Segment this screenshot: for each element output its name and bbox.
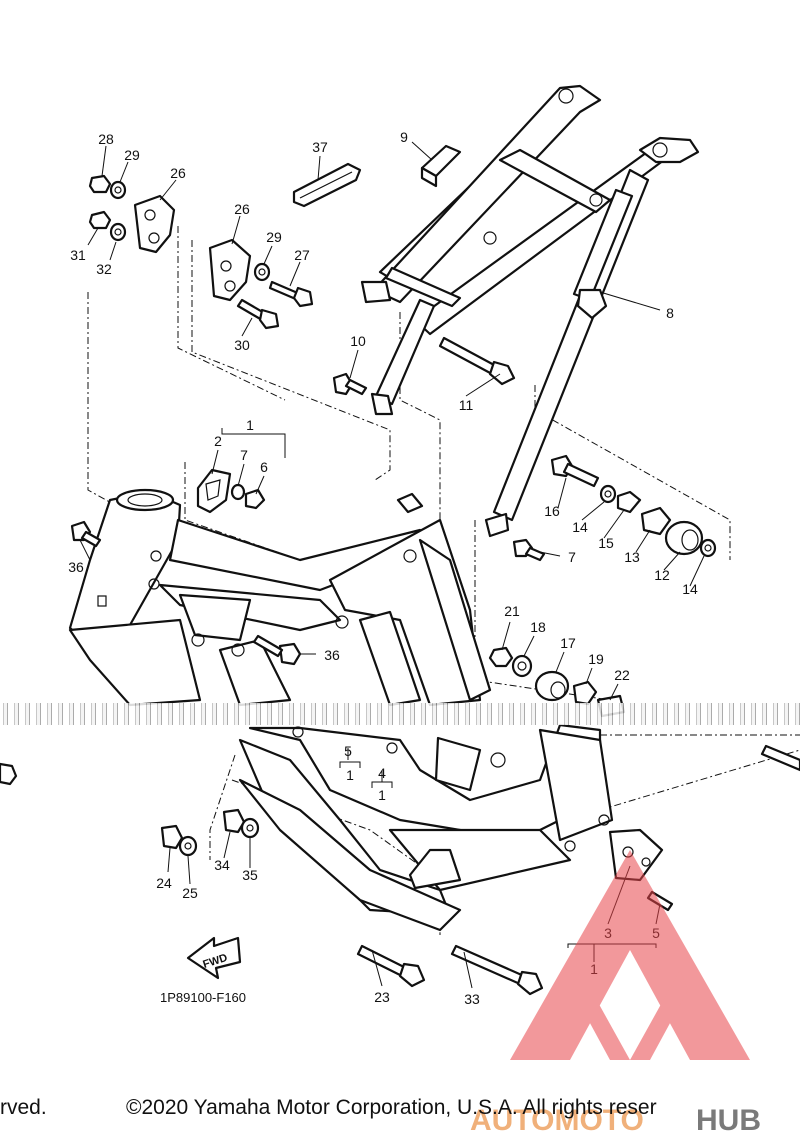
callout-13: 13 — [624, 549, 640, 565]
callout-7: 7 — [568, 549, 576, 565]
callout-14: 14 — [682, 581, 698, 597]
callout-33: 33 — [464, 991, 480, 1007]
diagram-code: 1P89100-F160 — [160, 990, 246, 1005]
bolt-10 — [332, 372, 368, 396]
callout-17: 17 — [560, 635, 576, 651]
washer-25 — [178, 835, 198, 857]
callout-26: 26 — [234, 201, 250, 217]
watermark-text-hub: HUB — [696, 1104, 761, 1137]
washer-7a — [230, 483, 246, 501]
callout-11: 11 — [459, 397, 474, 413]
callout-2: 2 — [214, 433, 222, 449]
callout-30: 30 — [234, 337, 250, 353]
callout-23: 23 — [374, 989, 390, 1005]
bolt-right-edge — [760, 744, 800, 772]
nut-left-edge — [0, 762, 18, 786]
washer-29a — [109, 180, 127, 200]
washer-14b — [699, 538, 717, 558]
nut-21 — [488, 646, 514, 668]
bolt-36a — [70, 520, 102, 548]
damper-17 — [534, 670, 570, 702]
callout-7: 7 — [240, 447, 248, 463]
callout-9: 9 — [400, 129, 408, 145]
callout-15: 15 — [598, 535, 614, 551]
collar-15 — [616, 490, 642, 514]
head-bracket-parts — [196, 468, 266, 514]
copyright-text: ©2020 Yamaha Motor Corporation, U.S.A. A… — [126, 1096, 657, 1119]
fwd-arrow: FWD — [186, 936, 242, 980]
callout-12: 12 — [654, 567, 670, 583]
bolt-7b — [512, 538, 546, 562]
watermark-text-automoto: AUTOMOTO — [470, 1104, 644, 1137]
copyright-fragment: rved. — [0, 1096, 47, 1119]
bolt-27 — [268, 280, 314, 308]
callout-1: 1 — [246, 417, 254, 433]
collar-13 — [640, 506, 672, 536]
callout-24: 24 — [156, 875, 172, 891]
washer-32 — [109, 222, 127, 242]
callout-28: 28 — [98, 131, 114, 147]
callout-14: 14 — [572, 519, 588, 535]
copyright-line: rved. ©2020 Yamaha Motor Corporation, U.… — [0, 1096, 800, 1126]
automotohub-watermark: AUTOMOTO HUB — [470, 850, 761, 1137]
bolt-30 — [236, 298, 280, 330]
washer-14a — [599, 484, 617, 504]
engine-mount-link-37 — [292, 162, 362, 208]
automotohub-logo — [510, 850, 750, 1060]
callout-8: 8 — [666, 305, 674, 321]
collar-19 — [572, 680, 598, 706]
callout-36: 36 — [324, 647, 340, 663]
callout-6: 6 — [260, 459, 268, 475]
nut-24 — [160, 824, 184, 850]
bolt-23 — [356, 944, 426, 988]
washer-29b — [253, 262, 271, 282]
damper-12 — [664, 520, 704, 556]
callout-18: 18 — [530, 619, 546, 635]
bolt-6 — [244, 488, 266, 510]
callout-31: 31 — [70, 247, 86, 263]
callout-19: 19 — [588, 651, 604, 667]
callout-26: 26 — [170, 165, 186, 181]
callout-29: 29 — [124, 147, 140, 163]
nut-31 — [88, 210, 112, 230]
callout-34: 34 — [214, 857, 230, 873]
callout-29: 29 — [266, 229, 282, 245]
callout-1: 1 — [378, 787, 386, 803]
front-engine-bracket-right — [208, 238, 314, 330]
washer-35 — [240, 817, 260, 839]
front-engine-bracket-left — [88, 174, 176, 254]
callout-22: 22 — [614, 667, 630, 683]
callout-1: 1 — [346, 767, 354, 783]
bolt-33 — [450, 944, 544, 996]
callout-32: 32 — [96, 261, 112, 277]
callout-5: 5 — [344, 743, 352, 759]
lower-frame — [238, 723, 664, 932]
scan-noise-band — [0, 703, 800, 725]
nut-28 — [88, 174, 112, 194]
bolt-36b — [252, 634, 302, 666]
washer-18 — [511, 654, 533, 678]
callout-36: 36 — [68, 559, 84, 575]
callout-27: 27 — [294, 247, 310, 263]
callout-10: 10 — [350, 333, 366, 349]
callout-16: 16 — [544, 503, 560, 519]
callout-37: 37 — [312, 139, 328, 155]
callout-21: 21 — [504, 603, 520, 619]
callout-25: 25 — [182, 885, 198, 901]
rear-mount-parts — [512, 454, 717, 562]
bolt-11 — [438, 336, 516, 386]
main-frame — [68, 488, 492, 707]
callout-4: 4 — [378, 765, 386, 781]
clip-9 — [420, 144, 462, 188]
bolt-16 — [550, 454, 600, 488]
lower-parts — [0, 744, 800, 996]
rear-subframe-8 — [360, 84, 700, 538]
callout-35: 35 — [242, 867, 258, 883]
